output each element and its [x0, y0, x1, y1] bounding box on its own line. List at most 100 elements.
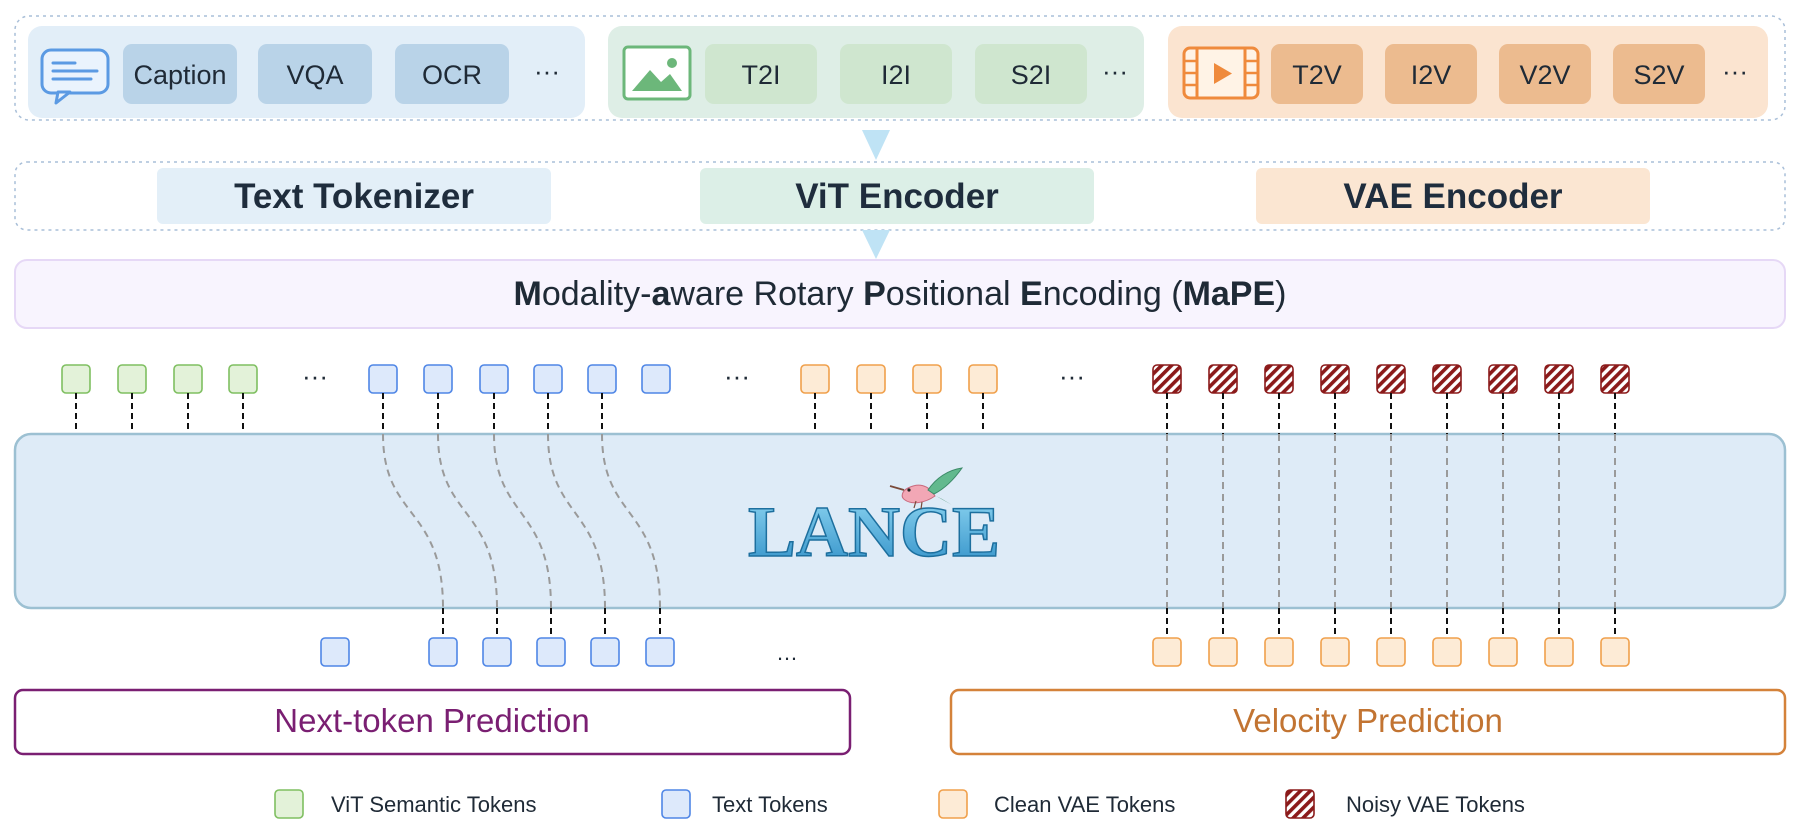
mape-segment: MaPE [1183, 275, 1276, 313]
vit-encoder-box [700, 168, 1094, 224]
shift-connector [493, 433, 552, 609]
text-token [587, 364, 617, 394]
output-clean-vae-token [1152, 637, 1182, 667]
legend-swatch-clean [938, 789, 968, 819]
text-token [423, 364, 453, 394]
output-clean-vae-token [1376, 637, 1406, 667]
output-text-token [536, 637, 566, 667]
legend-label: Noisy VAE Tokens [1346, 792, 1525, 817]
clean-vae-token [968, 364, 998, 394]
image-icon [622, 45, 692, 101]
text-token [533, 364, 563, 394]
ntp-head-box [13, 688, 852, 756]
vae-encoder-label: VAE Encoder [1343, 177, 1563, 216]
encoder-row-frame [14, 161, 1786, 231]
task-row-frame [14, 15, 1786, 121]
task-chip-ocr [395, 44, 509, 104]
noisy-vae-token [1264, 364, 1294, 394]
noisy-vae-token [1376, 364, 1406, 394]
task-chip-v2v-label: V2V [1519, 60, 1570, 90]
task-chip-s2v-label: S2V [1633, 60, 1684, 90]
legend-swatch-noisy [1285, 789, 1315, 819]
ntp-head-label: Next-token Prediction [274, 702, 589, 739]
video-icon [1182, 46, 1260, 100]
clean-vae-token [800, 364, 830, 394]
mape-segment: a [651, 275, 671, 313]
arrow-down-icon [862, 130, 890, 160]
vit-semantic-token [228, 364, 258, 394]
text-tokenizer-label: Text Tokenizer [234, 177, 474, 216]
noisy-vae-token [1488, 364, 1518, 394]
mape-segment: P [863, 275, 886, 313]
task-chip-t2v-label: T2V [1292, 60, 1342, 90]
task-chip-vqa-label: VQA [286, 60, 343, 90]
hummingbird-icon [889, 467, 964, 510]
shift-connector [437, 433, 498, 609]
task-chip-ocr-label: OCR [422, 60, 482, 90]
mape-label: Modality-aware Rotary Positional Encodin… [514, 275, 1287, 313]
text-group-ellipsis: ··· [534, 56, 560, 86]
text-token [479, 364, 509, 394]
mape-segment: ) [1275, 275, 1286, 313]
task-chip-t2i [705, 44, 817, 104]
input-connectors [75, 393, 984, 434]
mape-segment: M [514, 275, 542, 313]
velocity-head-label: Velocity Prediction [1233, 702, 1503, 739]
vit-semantic-token [61, 364, 91, 394]
output-clean-vae-token [1488, 637, 1518, 667]
task-chip-t2v [1271, 44, 1363, 104]
lance-logo: LANCE [748, 492, 1000, 572]
image-group-ellipsis: ··· [1102, 56, 1128, 86]
output-clean-vae-token [1432, 637, 1462, 667]
output-token-ellipsis: … [776, 640, 798, 665]
task-chip-i2v-label: I2V [1411, 60, 1452, 90]
shifted-text-connectors [382, 433, 661, 638]
mape-segment: E [1020, 275, 1043, 313]
output-text-token [320, 637, 350, 667]
task-chip-s2i-label: S2I [1011, 60, 1052, 90]
mape-segment: ncoding ( [1043, 275, 1184, 313]
shift-connector [547, 433, 606, 609]
output-token-row [320, 637, 1630, 667]
text-tokenizer-box [157, 168, 551, 224]
token-ellipsis-clean: ··· [1059, 361, 1085, 391]
arrow-down-icon-2 [862, 230, 890, 259]
legend-label: Clean VAE Tokens [994, 792, 1175, 817]
legend-swatch-vit [274, 789, 304, 819]
noisy-vae-token [1152, 364, 1182, 394]
output-text-token [428, 637, 458, 667]
shift-connector [382, 433, 444, 609]
task-chip-i2v [1385, 44, 1477, 104]
chat-icon [40, 48, 110, 105]
task-chip-i2i-label: I2I [881, 60, 911, 90]
noisy-vae-token [1432, 364, 1462, 394]
task-chip-vqa [258, 44, 372, 104]
output-clean-vae-token [1544, 637, 1574, 667]
output-clean-vae-token [1600, 637, 1630, 667]
clean-vae-token [912, 364, 942, 394]
vit-semantic-token [117, 364, 147, 394]
vit-semantic-token [173, 364, 203, 394]
task-chip-i2i [840, 44, 952, 104]
output-clean-vae-token [1264, 637, 1294, 667]
video-group-ellipsis: ··· [1722, 56, 1748, 86]
text-token [368, 364, 398, 394]
clean-vae-token [856, 364, 886, 394]
text-token [641, 364, 671, 394]
legend-label: Text Tokens [712, 792, 828, 817]
output-text-token [645, 637, 675, 667]
noisy-vae-token [1600, 364, 1630, 394]
mape-segment: ware Rotary [669, 275, 863, 313]
task-chip-s2i [975, 44, 1087, 104]
lance-model-block [13, 432, 1787, 610]
noisy-vae-token [1208, 364, 1238, 394]
token-ellipsis-vit: ··· [302, 361, 328, 391]
task-chip-s2v [1613, 44, 1705, 104]
shift-connector [601, 433, 661, 609]
output-clean-vae-token [1208, 637, 1238, 667]
vae-encoder-box [1256, 168, 1650, 224]
output-text-token [590, 637, 620, 667]
